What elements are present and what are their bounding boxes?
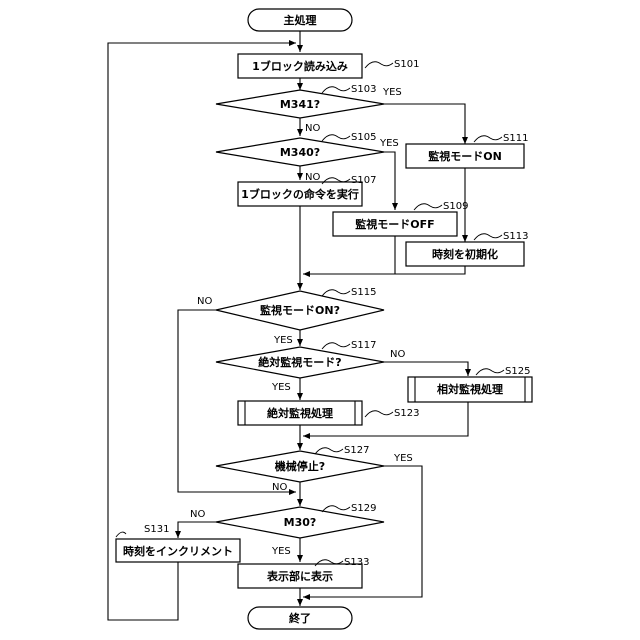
step-ref-s109: S109	[443, 201, 468, 212]
arrow-s113-merge	[303, 266, 465, 274]
process-s101-label: 1ブロック読み込み	[252, 59, 348, 73]
leader-s115	[322, 290, 350, 296]
process-s131: 時刻をインクリメント	[116, 539, 240, 562]
step-ref-s113: S113	[503, 231, 528, 242]
yes-label-s117: YES	[271, 382, 291, 393]
process-s113: 時刻を初期化	[406, 242, 524, 266]
step-ref-s111: S111	[503, 133, 528, 144]
no-label-s115: NO	[197, 296, 212, 307]
step-ref-s125: S125	[505, 366, 530, 377]
step-ref-s103: S103	[351, 84, 376, 95]
no-label-s105: NO	[305, 172, 320, 183]
leader-s101	[365, 62, 393, 68]
decision-s105-label: M340?	[280, 146, 320, 159]
leader-s127	[315, 448, 343, 454]
no-label-s127: NO	[272, 482, 287, 493]
step-ref-s123: S123	[394, 408, 419, 419]
yes-label-s127: YES	[393, 453, 413, 464]
terminal-end-label: 終了	[289, 611, 311, 625]
decision-s115-label: 監視モードON?	[260, 303, 340, 317]
process-s133-label: 表示部に表示	[266, 569, 333, 583]
terminal-start: 主処理	[248, 9, 352, 31]
decision-s103-label: M341?	[280, 98, 320, 111]
process-s107-label: 1ブロックの命令を実行	[241, 187, 359, 201]
leader-s125	[476, 369, 504, 375]
decision-s129-label: M30?	[284, 516, 317, 529]
subroutine-s123-label: 絶対監視処理	[267, 406, 333, 420]
leader-s103	[322, 87, 350, 93]
subroutine-s125: 相対監視処理	[408, 377, 532, 402]
leader-s129	[322, 506, 350, 512]
step-ref-s115: S115	[351, 287, 376, 298]
process-s131-label: 時刻をインクリメント	[123, 544, 233, 558]
subroutine-s125-label: 相対監視処理	[437, 382, 503, 396]
subroutine-s123: 絶対監視処理	[238, 401, 362, 425]
leader-s131	[116, 532, 126, 537]
process-s109-label: 監視モードOFF	[355, 217, 434, 231]
arrow-s117-no	[384, 362, 468, 376]
yes-label-s129: YES	[271, 546, 291, 557]
terminal-start-label: 主処理	[284, 13, 317, 27]
step-ref-s117: S117	[351, 340, 376, 351]
arrow-loop-back	[108, 43, 296, 620]
no-label-s103: NO	[305, 123, 320, 134]
process-s111: 監視モードON	[406, 144, 524, 168]
step-ref-s101: S101	[394, 59, 419, 70]
no-label-s117: NO	[390, 349, 405, 360]
leader-s105	[322, 135, 350, 141]
leader-s111	[474, 136, 502, 142]
step-ref-s129: S129	[351, 503, 376, 514]
process-s109: 監視モードOFF	[333, 212, 457, 236]
leader-s113	[474, 234, 502, 240]
decision-s117: 絶対監視モード?	[216, 347, 384, 378]
terminal-end: 終了	[248, 607, 352, 629]
yes-label-s105: YES	[379, 138, 399, 149]
arrow-s129-no	[178, 522, 216, 538]
process-s113-label: 時刻を初期化	[432, 247, 498, 261]
decision-s117-label: 絶対監視モード?	[258, 355, 341, 369]
yes-label-s115: YES	[273, 335, 293, 346]
yes-label-s103: YES	[382, 87, 402, 98]
leader-s117	[322, 343, 350, 349]
step-ref-s105: S105	[351, 132, 376, 143]
leader-s123	[365, 411, 393, 417]
leader-s109	[414, 204, 442, 210]
step-ref-s107: S107	[351, 175, 376, 186]
process-s107: 1ブロックの命令を実行	[238, 182, 362, 206]
decision-s127-label: 機械停止?	[275, 459, 325, 473]
process-s111-label: 監視モードON	[428, 149, 502, 163]
no-label-s129: NO	[190, 509, 205, 520]
arrow-s105-yes	[384, 152, 395, 210]
step-ref-s133: S133	[344, 557, 369, 568]
step-ref-s127: S127	[344, 445, 369, 456]
process-s101: 1ブロック読み込み	[238, 54, 362, 78]
step-ref-s131: S131	[144, 524, 169, 535]
